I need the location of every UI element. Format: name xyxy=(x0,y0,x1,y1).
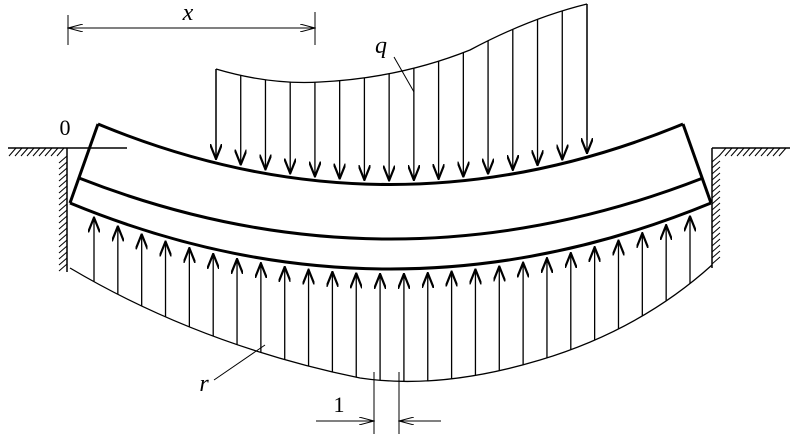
hatch-line xyxy=(724,147,733,157)
hatch-line xyxy=(56,147,65,157)
hatch-line xyxy=(58,257,68,266)
hatch-line xyxy=(711,232,721,241)
hatch-line xyxy=(711,178,721,187)
hatch-line xyxy=(760,147,769,157)
label-origin: 0 xyxy=(60,115,71,140)
label-q-leader xyxy=(393,56,415,93)
hatch-line xyxy=(58,215,68,224)
hatch-line xyxy=(711,160,721,169)
right-ground-hatching-top xyxy=(718,147,787,157)
hatch-line xyxy=(711,214,721,223)
hatch-line xyxy=(58,179,68,188)
hatch-line xyxy=(58,191,68,200)
left-ground xyxy=(8,147,127,272)
hatch-line xyxy=(748,147,757,157)
hatch-line xyxy=(26,147,35,157)
hatch-line xyxy=(711,184,721,193)
hatch-line xyxy=(58,185,68,194)
hatch-line xyxy=(778,147,787,157)
hatch-line xyxy=(730,147,739,157)
hatch-line xyxy=(44,147,53,157)
hatch-line xyxy=(711,250,721,259)
hatch-line xyxy=(32,147,41,157)
hatch-line xyxy=(8,147,17,157)
hatch-line xyxy=(58,203,68,212)
hatch-line xyxy=(711,226,721,235)
dimension-x: x xyxy=(68,0,315,45)
hatch-line xyxy=(711,172,721,181)
hatch-line xyxy=(20,147,29,157)
hatch-line xyxy=(58,227,68,236)
hatch-line xyxy=(50,147,59,157)
hatch-line xyxy=(711,208,721,217)
hatch-line xyxy=(711,220,721,229)
hatch-line xyxy=(58,197,68,206)
label-unit: 1 xyxy=(334,392,345,417)
hatch-line xyxy=(58,209,68,218)
label-r-group: r xyxy=(199,344,266,397)
hatch-line xyxy=(58,239,68,248)
hatch-line xyxy=(711,196,721,205)
beam-middle-edge xyxy=(78,176,704,241)
hatch-line xyxy=(58,161,68,170)
hatch-line xyxy=(711,256,721,265)
beam-left-end xyxy=(68,123,100,204)
hatch-line xyxy=(58,221,68,230)
hatch-line xyxy=(711,238,721,247)
hatch-line xyxy=(754,147,763,157)
hatch-line xyxy=(711,202,721,211)
hatch-line xyxy=(711,244,721,253)
beam-right-end xyxy=(681,123,713,204)
beam-top-edge xyxy=(97,122,684,186)
left-ground-hatching-top xyxy=(8,147,65,157)
right-ground xyxy=(711,147,790,268)
foundation-reaction-r xyxy=(69,216,713,383)
label-r-leader xyxy=(213,344,266,381)
hatch-line xyxy=(711,190,721,199)
hatch-line xyxy=(58,173,68,182)
hatch-line xyxy=(58,155,68,164)
hatch-line xyxy=(58,245,68,254)
hatch-line xyxy=(14,147,23,157)
hatch-line xyxy=(58,251,68,260)
hatch-line xyxy=(718,147,727,157)
beam-bottom-edge xyxy=(69,201,712,271)
reaction-r-envelope xyxy=(69,264,713,383)
left-ground-hatching-side xyxy=(58,155,68,272)
label-r: r xyxy=(199,371,209,397)
label-x: x xyxy=(182,0,194,26)
load-q-envelope xyxy=(215,3,588,84)
hatch-line xyxy=(38,147,47,157)
reaction-r-arrows xyxy=(94,216,690,382)
right-ground-hatching-side xyxy=(711,154,721,265)
hatch-line xyxy=(736,147,745,157)
hatch-line xyxy=(766,147,775,157)
hatch-line xyxy=(58,263,68,272)
hatch-line xyxy=(772,147,781,157)
distributed-load-q xyxy=(215,3,588,180)
load-q-arrows xyxy=(216,4,587,180)
dimension-unit: 1 xyxy=(316,372,441,434)
label-q: q xyxy=(375,33,387,59)
label-q-group: q xyxy=(375,33,415,93)
hatch-line xyxy=(58,233,68,242)
hatch-line xyxy=(711,166,721,175)
hatch-line xyxy=(742,147,751,157)
beam xyxy=(68,122,713,271)
hatch-line xyxy=(58,167,68,176)
hatch-line xyxy=(711,154,721,163)
